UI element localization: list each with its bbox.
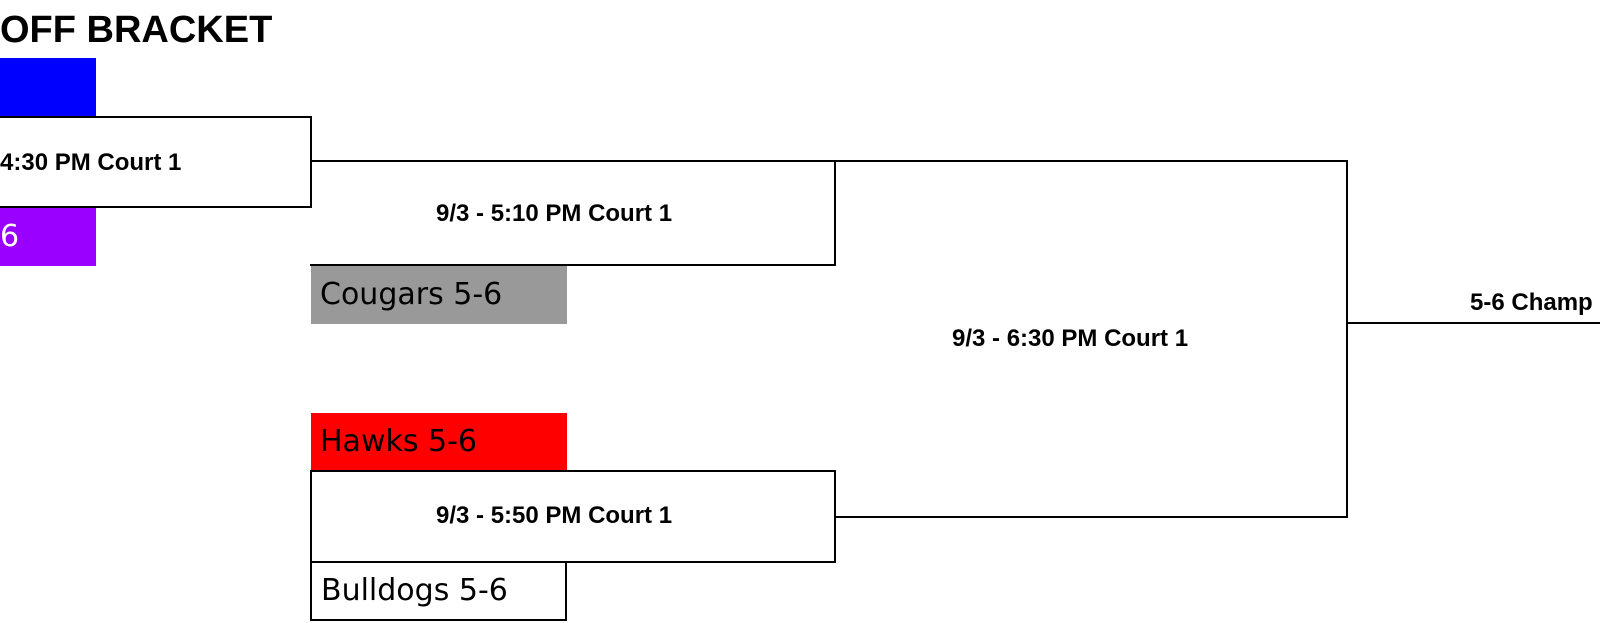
bracket-title: OFF BRACKET (0, 9, 273, 51)
game-box-round1 (0, 116, 312, 208)
team-slot-hawks: Hawks 5-6 (311, 413, 567, 471)
team-slot-bulldogs: Bulldogs 5-6 (310, 561, 567, 621)
connector-semi-top (834, 160, 1348, 162)
connector-top-bottom (310, 264, 836, 266)
team-slot-blue (0, 58, 96, 116)
connector-semi-right (1346, 160, 1348, 518)
connector-r1-to-top (310, 160, 836, 162)
team-slot-purple: 6 (0, 208, 96, 266)
connector-top-right (834, 160, 836, 266)
game-label-top: 9/3 - 5:10 PM Court 1 (436, 200, 673, 227)
game-label-round1: 4:30 PM Court 1 (0, 149, 182, 176)
game-label-semi: 9/3 - 6:30 PM Court 1 (952, 325, 1189, 352)
connector-final (1346, 322, 1600, 324)
connector-semi-bottom (834, 516, 1348, 518)
game-label-bottom: 9/3 - 5:50 PM Court 1 (436, 502, 673, 529)
game-label-final: 5-6 Champ (1470, 289, 1593, 316)
team-slot-cougars: Cougars 5-6 (311, 266, 567, 324)
game-box-bottom (310, 470, 836, 563)
